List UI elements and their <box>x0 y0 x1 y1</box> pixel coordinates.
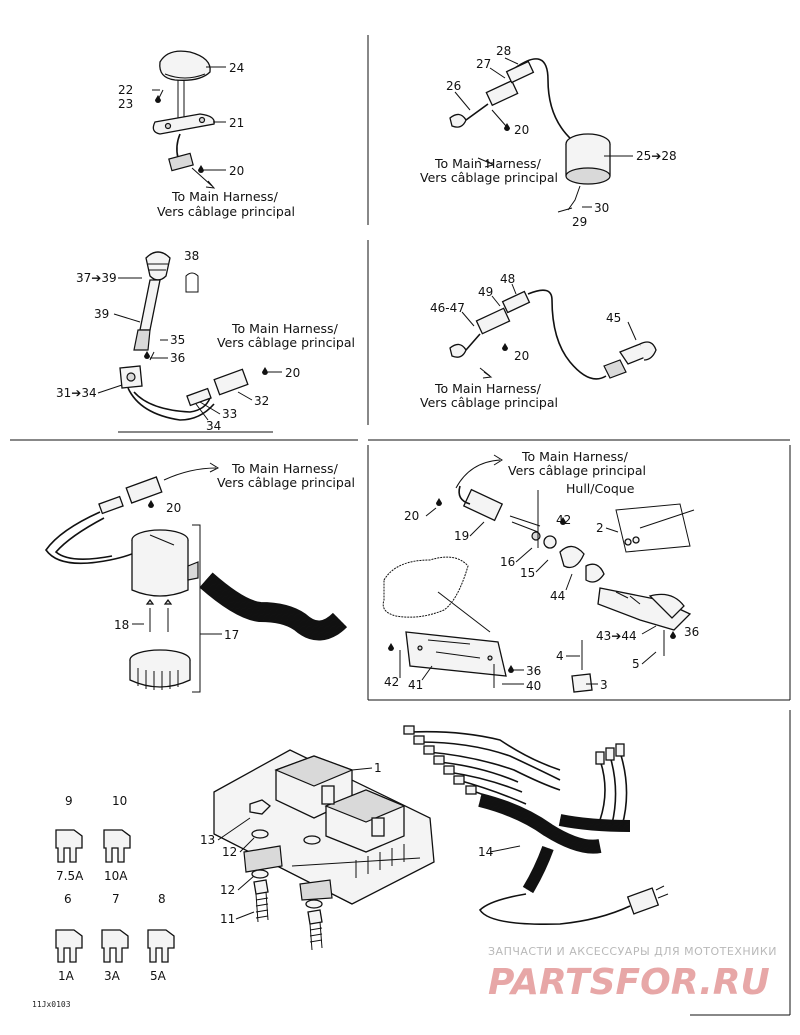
callout-36: 36 <box>170 351 185 365</box>
callout-49: 49 <box>478 285 493 299</box>
callout-17: 17 <box>224 628 239 642</box>
callout-39: 39 <box>94 307 109 321</box>
harness-caption-fr: Vers câblage principal <box>157 204 295 219</box>
callout-20: 20 <box>404 509 419 523</box>
fuse-rating: 7.5A <box>56 869 84 883</box>
callout-42: 42 <box>384 675 399 689</box>
harness-caption-en: To Main Harness/ <box>231 321 339 336</box>
callout-3: 3 <box>600 678 608 692</box>
fuse-7-5a: 9 7.5A <box>55 794 84 883</box>
fuse-number: 7 <box>112 892 120 906</box>
callout-20: 20 <box>166 501 181 515</box>
watermark: ЗАПЧАСТИ И АКСЕССУАРЫ ДЛЯ МОТОТЕХНИКИ PA… <box>488 945 777 1003</box>
hull-caption: Hull/Coque <box>566 481 635 496</box>
callout-19: 19 <box>454 529 469 543</box>
callout-15: 15 <box>520 566 535 580</box>
callout-12: 12 <box>222 845 237 859</box>
callout-35: 35 <box>170 333 185 347</box>
callout-30: 30 <box>594 201 609 215</box>
harness-caption-en: To Main Harness/ <box>231 461 339 476</box>
callout-13: 13 <box>200 833 215 847</box>
callout-36: 36 <box>684 625 699 639</box>
panel-frames <box>10 35 791 1016</box>
callout-43-44: 43➔44 <box>596 629 637 643</box>
callout-20: 20 <box>514 349 529 363</box>
watermark-logo: PARTSFOR.RU <box>488 962 770 1003</box>
callout-34: 34 <box>206 419 221 433</box>
panel-fuse-box: 1 13 12 12 11 14 9 7.5A 10 10A 6 1A 7 3A… <box>55 725 669 983</box>
callout-31-34: 31➔34 <box>56 386 97 400</box>
callout-29: 29 <box>572 215 587 229</box>
panel-pump-assembly: 20 18 17 To Main Harness/ Vers câblage p… <box>45 461 355 693</box>
callout-26: 26 <box>446 79 461 93</box>
fuse-number: 10 <box>112 794 127 808</box>
fuse-rating: 3A <box>104 969 121 983</box>
fuse-10a: 10 10A <box>103 794 131 883</box>
fuse-3a: 7 3A <box>101 892 129 983</box>
callout-32: 32 <box>254 394 269 408</box>
fuse-number: 8 <box>158 892 166 906</box>
callout-20: 20 <box>285 366 300 380</box>
harness-caption-fr: Vers câblage principal <box>420 170 558 185</box>
callout-27: 27 <box>476 57 491 71</box>
panel-gauge-sender: 28 27 26 20 25➔28 30 29 To Main Harness/… <box>420 44 677 229</box>
callout-16: 16 <box>500 555 515 569</box>
panel-hull-mount: 20 19 42 2 16 15 44 43➔44 36 5 4 3 42 41… <box>382 449 699 693</box>
figure-code: 11Jx0103 <box>32 1000 71 1009</box>
fuse-rating: 5A <box>150 969 167 983</box>
callout-40: 40 <box>526 679 541 693</box>
fuse-5a: 8 5A <box>147 892 175 983</box>
panel-sensor-unit: 24 22 23 21 20 To Main Harness/ Vers câb… <box>118 50 295 219</box>
harness-caption-en: To Main Harness/ <box>434 156 542 171</box>
callout-18: 18 <box>114 618 129 632</box>
watermark-tagline: ЗАПЧАСТИ И АКСЕССУАРЫ ДЛЯ МОТОТЕХНИКИ <box>488 945 777 958</box>
fuse-rating: 1A <box>58 969 75 983</box>
panel-temp-sensor: 48 49 46-47 20 45 To Main Harness/ Vers … <box>420 272 657 410</box>
callout-42: 42 <box>556 513 571 527</box>
callout-38: 38 <box>184 249 199 263</box>
callout-21: 21 <box>229 116 244 130</box>
callout-11: 11 <box>220 912 235 926</box>
fuse-number: 6 <box>64 892 72 906</box>
callout-48: 48 <box>500 272 515 286</box>
harness-caption-fr: Vers câblage principal <box>508 463 646 478</box>
callout-23: 23 <box>118 97 133 111</box>
harness-caption-en: To Main Harness/ <box>521 449 629 464</box>
callout-25-28: 25➔28 <box>636 149 677 163</box>
harness-caption-fr: Vers câblage principal <box>217 475 355 490</box>
callout-37-39: 37➔39 <box>76 271 117 285</box>
callout-14: 14 <box>478 845 493 859</box>
harness-caption-en: To Main Harness/ <box>434 381 542 396</box>
callout-20: 20 <box>229 164 244 178</box>
callout-44: 44 <box>550 589 565 603</box>
harness-caption-fr: Vers câblage principal <box>420 395 558 410</box>
callout-24: 24 <box>229 61 244 75</box>
callout-36: 36 <box>526 664 541 678</box>
callout-46-47: 46-47 <box>430 301 465 315</box>
harness-terminals <box>403 725 477 795</box>
callout-28: 28 <box>496 44 511 58</box>
fuse-1a: 6 1A <box>55 892 83 983</box>
callout-5: 5 <box>632 657 640 671</box>
callout-22: 22 <box>118 83 133 97</box>
harness-caption-fr: Vers câblage principal <box>217 335 355 350</box>
callout-45: 45 <box>606 311 621 325</box>
callout-41: 41 <box>408 678 423 692</box>
fuse-rating: 10A <box>104 869 128 883</box>
callout-1: 1 <box>374 761 382 775</box>
callout-33: 33 <box>222 407 237 421</box>
callout-4: 4 <box>556 649 564 663</box>
callout-20: 20 <box>514 123 529 137</box>
panel-switch-assembly: 38 37➔39 39 35 36 20 31➔34 32 33 34 To M… <box>56 249 355 433</box>
callout-12: 12 <box>220 883 235 897</box>
harness-caption-en: To Main Harness/ <box>171 189 279 204</box>
callout-2: 2 <box>596 521 604 535</box>
fuse-number: 9 <box>65 794 73 808</box>
